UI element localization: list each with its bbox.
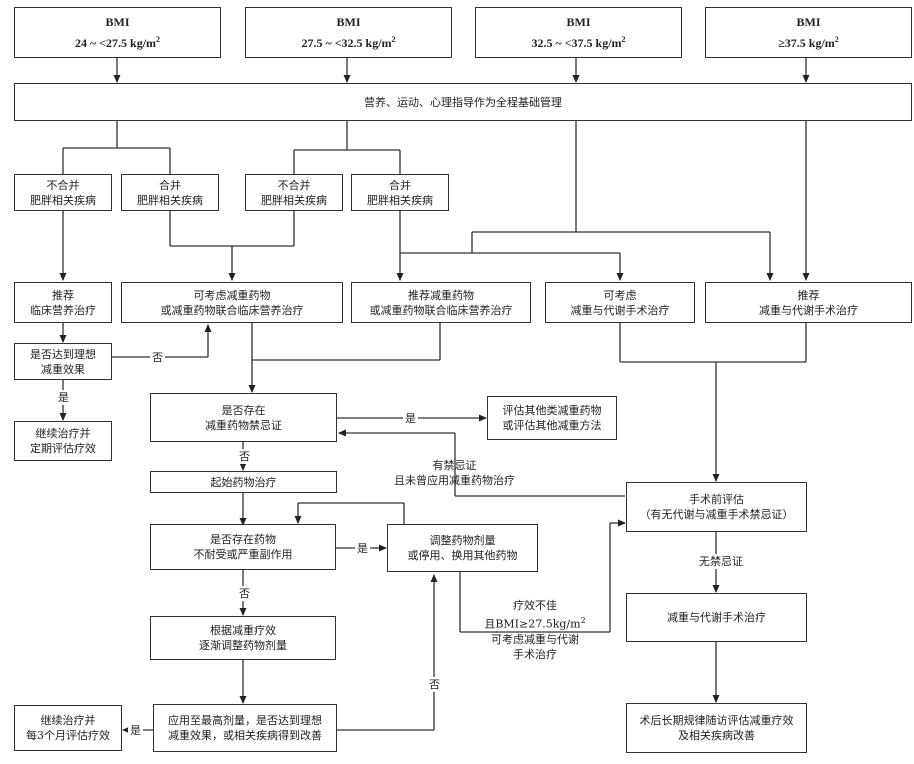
comorbidity-line: 肥胖相关疾病 [30,193,96,207]
titrate-line: 根据减重疗效 [210,624,276,637]
adjust-drug-box: 调整药物剂量 或停用、换用其他药物 [387,524,538,572]
bmi-box-37-plus: BMI ≥37.5 kg/m2 [705,7,912,58]
continue-3m-line: 每3个月评估疗效 [26,729,110,742]
bmi-box-27-32: BMI 27.5 ~ <32.5 kg/m2 [245,7,452,58]
bmi-title: BMI [336,15,361,29]
bmi-range: 24 ~ <27.5 kg/m2 [74,35,161,50]
other-methods-line: 或评估其他减重方法 [502,419,602,432]
recommend-drug-box: 推荐减重药物 或减重药物联合临床营养治疗 [351,282,531,323]
surgery-box: 减重与代谢手术治疗 [626,593,807,642]
treatment-line: 减重与代谢手术治疗 [570,303,670,317]
contraindication-line: 是否存在 [221,403,266,417]
max-dose-box: 应用至最高剂量，是否达到理想 减重效果，或相关疾病得到改善 [153,704,337,752]
edge-label-no-ideal: 否 [150,350,165,365]
adjust-drug-line: 或停用、换用其他药物 [407,549,518,562]
edge-label-yes-maxdose: 是 [128,723,143,738]
titrate-line: 逐渐调整药物剂量 [199,639,287,652]
continue-3m-box: 继续治疗并 每3个月评估疗效 [14,705,122,751]
treatment-line: 或减重药物联合临床营养治疗 [369,303,513,317]
treatment-line: 推荐 [797,288,820,302]
treatment-line: 推荐 [52,288,74,302]
continue-eval-box: 继续治疗并 定期评估疗效 [14,421,112,461]
bmi-title: BMI [796,15,821,29]
no-comorbidity-box-1: 不合并 肥胖相关疾病 [14,174,112,211]
ideal-effect-line: 是否达到理想 [30,347,96,361]
treatment-line: 可考虑 [603,288,637,302]
comorbidity-line: 肥胖相关疾病 [261,193,327,207]
consider-surgery-box: 可考虑 减重与代谢手术治疗 [545,282,695,323]
intolerance-line: 不耐受或严重副作用 [193,548,293,561]
max-dose-line: 减重效果，或相关疾病得到改善 [168,729,322,742]
other-methods-line: 评估其他类减重药物 [502,404,602,417]
ideal-effect-line: 减重效果 [41,362,85,376]
edge-label-no-maxdose: 否 [427,677,442,692]
treatment-line: 可考虑减重药物 [193,288,271,302]
comorbidity-line: 肥胖相关疾病 [367,193,433,207]
followup-line: 及相关疾病改善 [678,729,755,742]
followup-line: 术后长期规律随访评估减重疗效 [639,714,794,727]
base-management-box: 营养、运动、心理指导作为全程基础管理 [14,83,912,121]
titrate-box: 根据减重疗效 逐渐调整药物剂量 [150,616,336,660]
edge-label-contra-note: 有禁忌证 且未曾应用减重药物治疗 [392,458,517,488]
continue-3m-line: 继续治疗并 [40,714,96,727]
treatment-line: 或减重药物联合临床营养治疗 [160,303,304,317]
preop-eval-box: 手术前评估 （有无代谢与减重手术禁忌证） [626,482,807,532]
comorbidity-line: 不合并 [46,178,80,192]
base-management-text: 营养、运动、心理指导作为全程基础管理 [364,95,562,109]
intolerance-line: 是否存在药物 [210,533,276,546]
with-comorbidity-box-2: 合并 肥胖相关疾病 [351,174,449,211]
comorbidity-line: 肥胖相关疾病 [137,193,203,207]
continue-eval-line: 继续治疗并 [35,427,91,440]
poor-effect-line: 手术治疗 [513,647,557,661]
edge-label-yes-contra: 是 [403,411,418,426]
comorbidity-line: 合并 [159,178,181,192]
bmi-range: ≥37.5 kg/m2 [778,35,839,50]
treatment-line: 推荐减重药物 [408,288,474,302]
with-comorbidity-box-1: 合并 肥胖相关疾病 [121,174,219,211]
preop-line: （有无代谢与减重手术禁忌证） [639,508,794,521]
contra-note-line: 且未曾应用减重药物治疗 [394,474,515,487]
start-drug-box: 起始药物治疗 [150,471,337,493]
edge-label-no-contra-surgery: 无禁忌证 [697,554,745,569]
contra-note-line: 有禁忌证 [432,459,477,472]
edge-label-no-intolerance: 否 [237,586,252,601]
edge-label-no-contra: 否 [237,449,252,464]
contraindication-box: 是否存在 减重药物禁忌证 [150,393,337,442]
poor-effect-line: 且BMI≥27.5kg/m2 [484,616,586,631]
poor-effect-line: 可考虑减重与代谢 [491,632,579,646]
preop-line: 手术前评估 [689,493,744,506]
edge-label-poor-effect: 疗效不佳 且BMI≥27.5kg/m2 可考虑减重与代谢 手术治疗 [474,598,596,662]
continue-eval-line: 定期评估疗效 [30,442,96,455]
ideal-effect-box: 是否达到理想 减重效果 [14,343,112,380]
clinical-nutrition-box: 推荐 临床营养治疗 [14,282,112,323]
bmi-box-32-37: BMI 32.5 ~ <37.5 kg/m2 [475,7,682,58]
adjust-drug-line: 调整药物剂量 [429,534,496,547]
start-drug-text: 起始药物治疗 [210,475,277,489]
contraindication-line: 减重药物禁忌证 [205,418,282,432]
edge-label-yes-ideal: 是 [56,390,71,405]
consider-drug-box: 可考虑减重药物 或减重药物联合临床营养治疗 [121,282,343,323]
bmi-title: BMI [566,15,591,29]
followup-box: 术后长期规律随访评估减重疗效 及相关疾病改善 [626,703,807,753]
bmi-range: 32.5 ~ <37.5 kg/m2 [531,35,626,50]
poor-effect-line: 疗效不佳 [513,599,557,612]
bmi-range: 27.5 ~ <32.5 kg/m2 [301,35,396,50]
max-dose-line: 应用至最高剂量，是否达到理想 [168,714,322,727]
comorbidity-line: 不合并 [277,178,311,192]
edge-label-yes-intolerance: 是 [355,541,370,556]
recommend-surgery-box: 推荐 减重与代谢手术治疗 [705,282,912,323]
treatment-line: 减重与代谢手术治疗 [759,303,858,317]
bmi-box-24-27: BMI 24 ~ <27.5 kg/m2 [14,7,221,58]
bmi-title: BMI [105,15,130,29]
treatment-line: 临床营养治疗 [30,303,96,317]
no-comorbidity-box-2: 不合并 肥胖相关疾病 [245,174,343,211]
other-methods-box: 评估其他类减重药物 或评估其他减重方法 [487,396,617,440]
surgery-text: 减重与代谢手术治疗 [667,611,766,624]
comorbidity-line: 合并 [389,178,411,192]
intolerance-box: 是否存在药物 不耐受或严重副作用 [150,524,336,570]
